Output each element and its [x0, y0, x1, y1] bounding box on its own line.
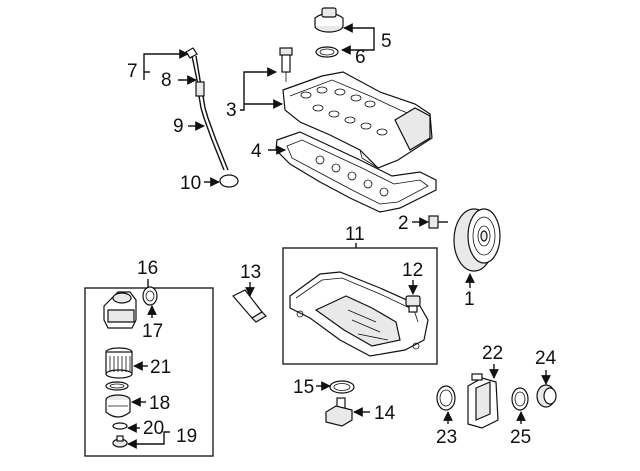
- callout-4: 4: [251, 141, 262, 162]
- valve-cover-gasket-drawing: [275, 131, 437, 213]
- housing-seal-17-drawing: [142, 286, 158, 306]
- callout-10: 10: [180, 173, 201, 194]
- callout-12: 12: [402, 260, 423, 281]
- callout-16: 16: [137, 258, 158, 279]
- callout-18: 18: [149, 393, 170, 414]
- drain-plug-drawing: [405, 295, 421, 313]
- gasket-15-drawing: [329, 380, 355, 394]
- callout-2: 2: [398, 213, 409, 234]
- callout-21: 21: [150, 357, 171, 378]
- dipstick-drawing: [185, 47, 229, 171]
- oil-filler-cap-drawing: [314, 7, 344, 33]
- drain-bolt-19-drawing: [112, 435, 128, 448]
- callout-5: 5: [381, 31, 392, 52]
- bolt-drawing: [428, 215, 448, 229]
- sealant-tube-drawing: [232, 289, 267, 323]
- callout-6: 6: [355, 47, 366, 68]
- callout-25: 25: [510, 427, 531, 448]
- filter-o-ring-drawing: [105, 381, 129, 391]
- small-o-ring-20-drawing: [112, 422, 128, 430]
- filler-cap-seal-drawing: [315, 46, 339, 58]
- callout-1: 1: [464, 289, 475, 310]
- callout-13: 13: [240, 262, 261, 283]
- oil-pan-group-box: [282, 247, 438, 365]
- crankshaft-pulley-drawing: [453, 208, 501, 272]
- oil-filter-element-drawing: [105, 347, 133, 379]
- oil-filter-housing-drawing: [103, 291, 137, 329]
- callout-7: 7: [127, 61, 138, 82]
- oil-pan-drawing: [289, 271, 429, 357]
- callout-11: 11: [345, 224, 365, 245]
- callout-22: 22: [482, 343, 503, 364]
- callout-numbers: 1 2 3 4 5 6 7 8 9 10 11 12 13 14 15 16 1…: [127, 31, 557, 448]
- cooler-bolt-drawing: [536, 384, 557, 408]
- callout-8: 8: [161, 70, 172, 91]
- callout-23: 23: [436, 427, 457, 448]
- callout-9: 9: [173, 116, 184, 137]
- oil-pressure-sensor-drawing: [325, 397, 353, 427]
- callout-14: 14: [374, 403, 396, 424]
- callout-19: 19: [176, 426, 197, 447]
- leader-lines: [127, 23, 551, 449]
- callout-24: 24: [535, 348, 557, 369]
- seal-25-drawing: [511, 387, 529, 411]
- oil-cooler-drawing: [467, 373, 499, 429]
- tube-seal-drawing: [279, 47, 293, 82]
- callout-15: 15: [293, 377, 314, 398]
- filter-cap-drawing: [105, 394, 131, 418]
- callout-3: 3: [226, 100, 237, 121]
- dipstick-tube-seal-drawing: [219, 174, 239, 188]
- callout-20: 20: [143, 418, 164, 439]
- seal-23-drawing: [436, 385, 456, 411]
- valve-cover-drawing: [282, 71, 433, 169]
- callout-17: 17: [142, 321, 163, 342]
